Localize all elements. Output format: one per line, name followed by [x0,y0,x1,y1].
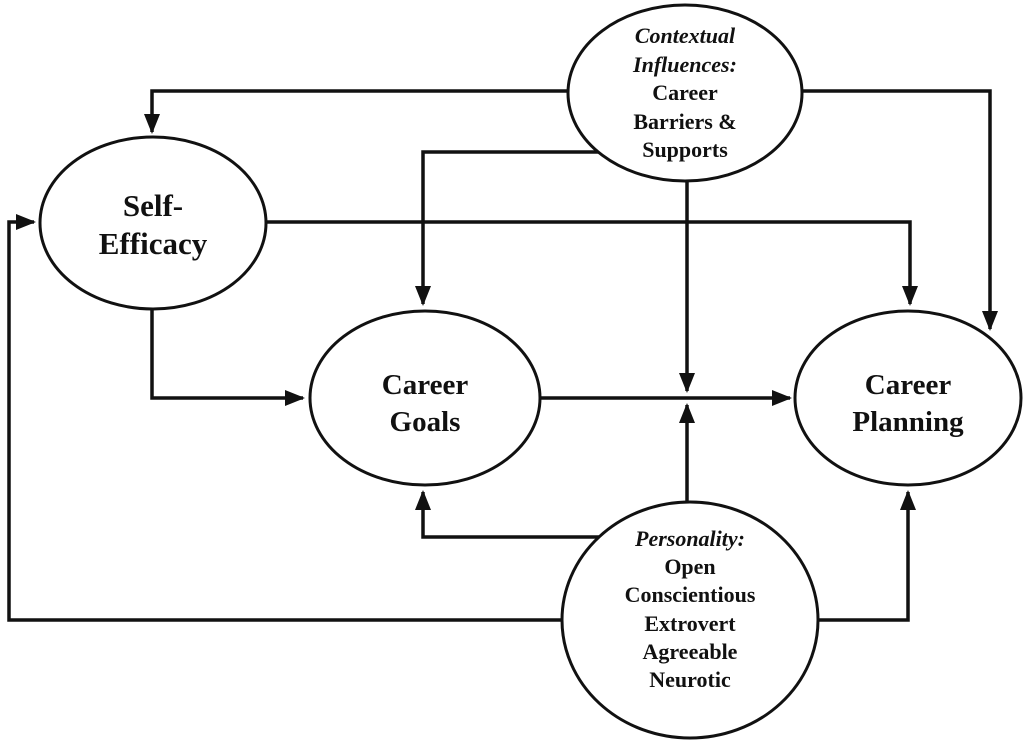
self-efficacy-label-line1: Self- [123,188,183,223]
edge-contextual-to-career-goals [415,150,599,306]
edge-personality-to-self-efficacy [7,214,563,622]
contextual-influences-label-line3: Career [652,80,718,105]
edge-personality-to-career-planning [816,490,916,622]
edges [7,89,998,622]
career-planning-label-line1: Career [865,369,952,401]
edge-personality-to-career-goals [415,490,599,539]
personality-label-line1: Personality: [634,526,745,551]
personality-ellipse [560,500,820,740]
self-efficacy-label-line2: Efficacy [99,226,208,261]
personality-label-line2: Open [664,554,715,579]
career-planning-label-line2: Planning [852,406,964,438]
node-career-goals: Career Goals [308,309,542,487]
edge-self-efficacy-to-career-goals [150,308,305,406]
edge-self-efficacy-to-career-planning [265,220,918,306]
career-planning-ellipse [793,309,1023,487]
node-personality: Personality: Open Conscientious Extrover… [560,500,820,740]
career-goals-label-line2: Goals [390,406,461,438]
edge-contextual-to-self-efficacy [144,89,568,134]
career-goals-ellipse [308,309,542,487]
contextual-influences-ellipse [566,3,804,183]
contextual-influences-label-line1: Contextual [635,23,736,48]
contextual-influences-label-line2: Influences: [632,52,737,77]
personality-label-line5: Agreeable [643,639,738,664]
career-goals-label-line1: Career [382,369,469,401]
edge-contextual-to-career-planning [800,89,998,331]
contextual-influences-label-line5: Supports [642,137,728,162]
personality-label-line4: Extrovert [644,611,736,636]
node-contextual-influences: Contextual Influences: Career Barriers &… [566,3,804,183]
personality-label-line6: Neurotic [649,667,731,692]
node-self-efficacy: Self- Efficacy [38,135,268,311]
contextual-influences-label-line4: Barriers & [633,109,736,134]
self-efficacy-ellipse [38,135,268,311]
personality-label-line3: Conscientious [625,582,756,607]
node-career-planning: Career Planning [793,309,1023,487]
